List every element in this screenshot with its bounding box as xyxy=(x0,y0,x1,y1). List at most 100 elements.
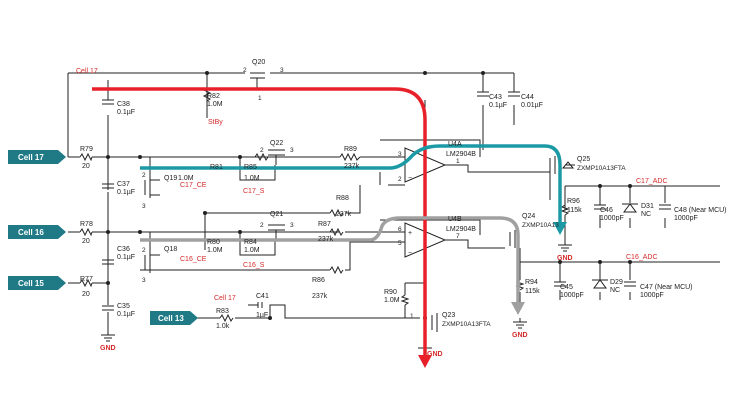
r82-ref: R82 xyxy=(207,93,220,100)
label-pins-p2: 2 xyxy=(260,147,264,154)
label-cells-cell13: Cell 13 xyxy=(158,314,184,323)
r85-val: 1.0M xyxy=(244,175,260,182)
c37-val: 0.1µF xyxy=(117,189,135,196)
r94-val: 115k xyxy=(525,288,540,295)
opamp-top-ref: U4A xyxy=(448,141,462,148)
c43-val: 0.1µF xyxy=(489,102,507,109)
c35-ref: C35 xyxy=(117,303,130,310)
q19-label: Q19 xyxy=(164,175,177,182)
q18-label: Q18 xyxy=(164,246,177,253)
r96-ref: R96 xyxy=(567,198,580,205)
r81-val: 1.0M xyxy=(178,175,194,182)
c47-ref: C47 (Near MCU) xyxy=(640,284,693,291)
current-path-teal xyxy=(140,144,562,225)
label-pins-p7: 7 xyxy=(456,233,460,240)
r96-val: 115k xyxy=(567,207,582,214)
net-stby: StBy xyxy=(208,119,223,126)
q20-label: Q20 xyxy=(252,59,265,66)
c47-val: 1000pF xyxy=(640,292,664,299)
c35-val: 0.1µF xyxy=(117,311,135,318)
c43-ref: C43 xyxy=(489,94,502,101)
opamp-bot-part: LM2904B xyxy=(446,226,476,233)
r80-val: 1.0M xyxy=(207,247,223,254)
d31-val: NC xyxy=(641,211,651,218)
r88-ref: R88 xyxy=(336,195,349,202)
label-pins-p3: 3 xyxy=(142,277,146,284)
ground-symbols xyxy=(101,240,572,349)
label-pins-p2: 2 xyxy=(260,222,264,229)
c45-ref: C45 xyxy=(560,284,573,291)
c38-ref: C38 xyxy=(117,101,130,108)
r83-ref: R83 xyxy=(216,308,229,315)
q24-part: ZXMP10A13 xyxy=(522,222,559,229)
label-pins-p1: 1 xyxy=(456,158,460,165)
c41-ref: C41 xyxy=(256,293,269,300)
r86-val: 237k xyxy=(312,293,328,300)
r88-val: 237k xyxy=(336,211,352,218)
net-c17-s: C17_S xyxy=(243,188,265,195)
label-pins-p1: 1 xyxy=(258,95,262,102)
d31-ref: D31 xyxy=(641,203,654,210)
current-path-red xyxy=(92,87,427,360)
gnd-label-3: GND xyxy=(512,332,528,339)
c45-val: 1000pF xyxy=(560,292,584,299)
r89-val: 237k xyxy=(344,163,360,170)
q24-label: Q24 xyxy=(522,213,535,220)
r77-val: 20 xyxy=(82,291,90,298)
net-c16-s: C16_S xyxy=(243,262,265,269)
opamp-top-part: LM2904B xyxy=(446,151,476,158)
r79-ref: R79 xyxy=(80,146,93,153)
c41-val: 1µF xyxy=(256,312,268,319)
c36-val: 0.1µF xyxy=(117,254,135,261)
cell15-tag: Cell 15 xyxy=(8,276,66,290)
label-pins-p1: 1 xyxy=(410,313,414,320)
r87-val: 237k xyxy=(318,236,334,243)
r78-ref: R78 xyxy=(80,221,93,228)
wiring xyxy=(67,72,720,345)
gnd-label-4: GND xyxy=(427,351,443,358)
r82-val: 1.0M xyxy=(207,101,223,108)
gray-arrow-head xyxy=(511,302,525,315)
svg-text:+: + xyxy=(408,230,412,237)
c48-ref: C48 (Near MCU) xyxy=(674,207,727,214)
c38-val: 0.1µF xyxy=(117,109,135,116)
label-pins-p5: 5 xyxy=(398,240,402,247)
current-path-gray xyxy=(140,216,520,305)
q25-part: ZXMP10A13FTA xyxy=(577,165,626,172)
r89-ref: R89 xyxy=(344,146,357,153)
d29-val: NC xyxy=(610,287,620,294)
resistor-symbols xyxy=(79,87,570,323)
c44-ref: C44 xyxy=(521,94,534,101)
q23-part: ZXMP10A13FTA xyxy=(442,321,491,328)
q22-label: Q22 xyxy=(270,140,283,147)
mosfet-symbols xyxy=(144,72,556,332)
opamp-bot-ref: U4B xyxy=(448,216,462,223)
r78-val: 20 xyxy=(82,238,90,245)
net-c16-ce: C16_CE xyxy=(180,256,207,263)
label-cells-cell16: Cell 16 xyxy=(18,228,44,237)
r87-ref: R87 xyxy=(318,221,331,228)
label-pins-p3: 3 xyxy=(290,222,294,229)
c37-ref: C37 xyxy=(117,181,130,188)
zener-symbols xyxy=(561,161,638,289)
net-c17-adc: C17_ADC xyxy=(636,178,668,185)
r85-ref: R85 xyxy=(244,164,257,171)
gnd-label-2: GND xyxy=(557,255,573,262)
label-pins-p2: 2 xyxy=(142,247,146,254)
label-cells-cell15: Cell 15 xyxy=(18,279,44,288)
q25-label: Q25 xyxy=(577,156,590,163)
capacitor-symbols xyxy=(102,91,671,311)
r94-ref: R94 xyxy=(525,279,538,286)
r79-val: 20 xyxy=(82,163,90,170)
d29-ref: D29 xyxy=(610,279,623,286)
q23-label: Q23 xyxy=(442,312,455,319)
q21-label: Q21 xyxy=(270,211,283,218)
label-pins-p2: 2 xyxy=(243,67,247,74)
r80-ref: R80 xyxy=(207,239,220,246)
c44-val: 0.01µF xyxy=(521,102,543,109)
label-cells-cell17: Cell 17 xyxy=(18,153,44,162)
red-arrow-head xyxy=(418,355,432,368)
net-c16-adc: C16_ADC xyxy=(626,254,658,261)
